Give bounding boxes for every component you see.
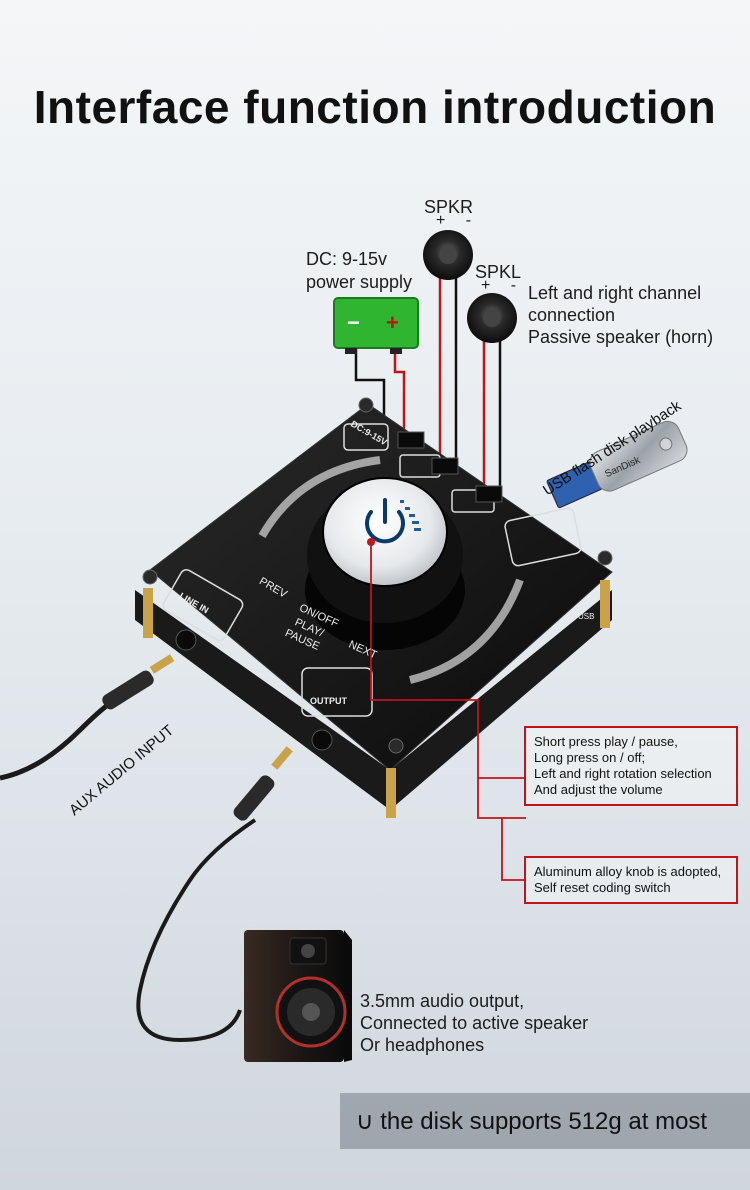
spkr-label: SPKR [424,197,474,217]
channel-note-line2: connection [528,305,616,325]
channel-note-line1: Left and right channel [528,283,702,303]
footer-bar [340,1093,750,1149]
battery-plus: + [386,310,399,335]
output-note-line3: Or headphones [360,1035,485,1055]
callout-material: Aluminum alloy knob is adopted, Self res… [524,856,738,904]
spkr-signs: + - [436,212,480,229]
board-usb-label: USB [578,612,595,621]
aux-cable [0,654,175,781]
board-output-label: OUTPUT [310,696,347,706]
output-note-line1: 3.5mm audio output, [360,991,525,1011]
usb-flash-drive-icon [546,420,688,509]
battery-icon [333,297,419,354]
callout-knob-line3: Left and right rotation selection [534,766,712,781]
power-icon [365,510,405,544]
active-speaker-icon [244,930,352,1062]
amplifier-board [135,397,613,818]
footer-note: ∪ the disk supports 512g at most [356,1108,708,1135]
callout-knob-line2: Long press on / off; [534,750,646,765]
speaker-wires [438,270,502,494]
power-label-line2: power supply [306,272,413,292]
spkl-signs: + - [481,277,525,294]
battery-minus: − [347,310,360,335]
power-wires [354,348,406,440]
callout-material-line2: Self reset coding switch [534,880,671,895]
callout-knob-line4: And adjust the volume [534,782,663,797]
callout-knob-line1: Short press play / pause, [534,734,678,749]
speaker-left-icon [467,293,517,343]
speaker-right-icon [423,230,473,280]
output-note-line2: Connected to active speaker [360,1013,589,1033]
spkl-label: SPKL [475,262,522,282]
channel-note-line3: Passive speaker (horn) [528,327,714,347]
output-cable [136,746,293,1043]
callout-material-line1: Aluminum alloy knob is adopted, [534,864,722,879]
page-title: Interface function introduction [33,81,717,133]
callout-knob: Short press play / pause, Long press on … [524,726,738,806]
power-label-line1: DC: 9-15v [306,249,388,269]
callout-lines [370,542,526,881]
